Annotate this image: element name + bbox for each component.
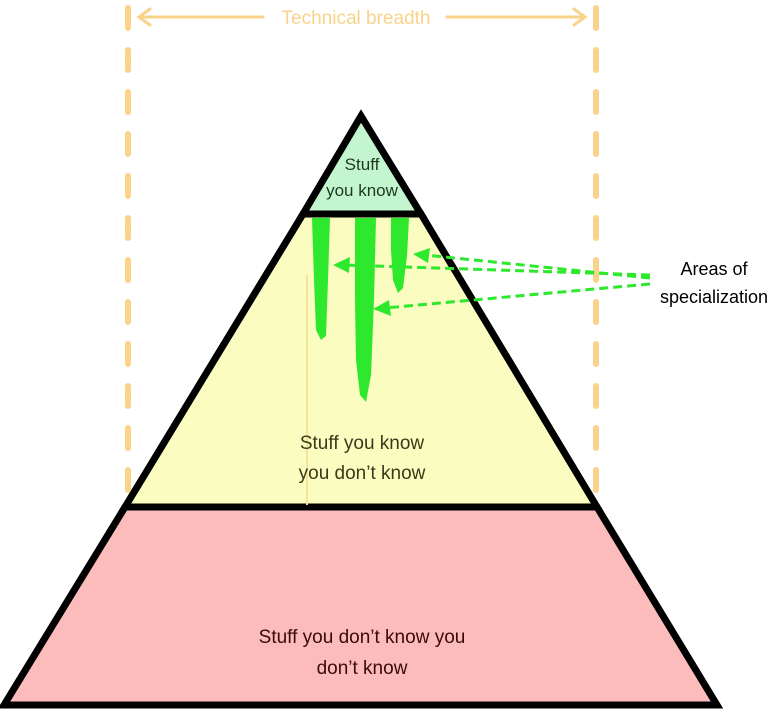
- callout-label-line1: Areas of: [680, 259, 748, 279]
- callout-arrowheads: [333, 248, 430, 316]
- callout-arrow-2: [424, 253, 651, 280]
- specialization-bar-3: [391, 218, 409, 293]
- tier-known: [296, 109, 428, 218]
- tier-unknown-unknowns-label-line2: don’t know: [317, 658, 408, 679]
- tier-known-label-line2: you know: [326, 181, 399, 200]
- tier-known-label-line1: Stuff: [345, 155, 380, 174]
- callout-label-line2: specialization: [660, 287, 768, 307]
- specialization-callout-arrows: [344, 253, 651, 310]
- tier-known-unknowns-label-line1: Stuff you know: [300, 433, 425, 454]
- arrowhead-2: [413, 248, 430, 263]
- callout-arrow-1: [344, 263, 651, 277]
- specialization-bar-1: [312, 218, 330, 340]
- breadth-arrowhead-left: [136, 7, 152, 27]
- specialization-bar-2: [355, 218, 376, 402]
- breadth-arrowhead-right: [572, 7, 588, 27]
- breadth-label: Technical breadth: [282, 8, 431, 29]
- arrowhead-3: [373, 300, 391, 316]
- technical-breadth-marker: [125, 5, 599, 501]
- tier-known-unknowns-label-line2: you don’t know: [299, 463, 426, 484]
- arrowhead-1: [333, 257, 350, 273]
- tier-unknown-unknowns-label-line1: Stuff you don’t know you: [259, 627, 466, 648]
- callout-arrow-3: [384, 282, 651, 310]
